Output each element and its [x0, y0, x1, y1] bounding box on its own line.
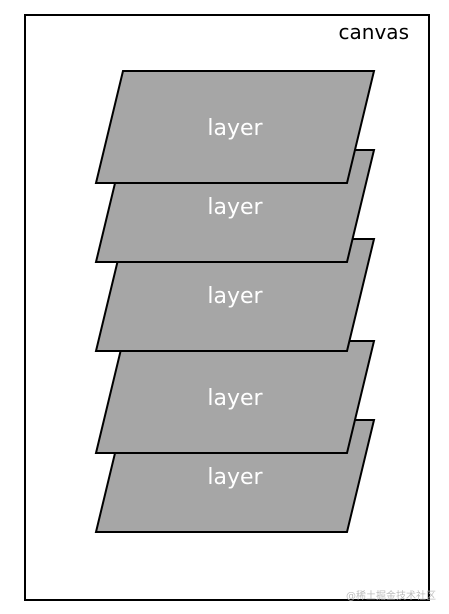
- layer-2-label: layer: [207, 195, 263, 220]
- layer-1-label: layer: [207, 116, 263, 141]
- layer-5-label: layer: [207, 465, 263, 490]
- layer-1: layer: [94, 70, 376, 184]
- canvas-label: canvas: [339, 20, 409, 44]
- layer-3: layer: [94, 238, 376, 352]
- layer-1-shape: [94, 70, 376, 184]
- watermark-text: @稀土掘金技术社区: [346, 589, 436, 602]
- layer-3-label: layer: [207, 284, 263, 309]
- layer-4: layer: [94, 340, 376, 454]
- layer-4-label: layer: [207, 386, 263, 411]
